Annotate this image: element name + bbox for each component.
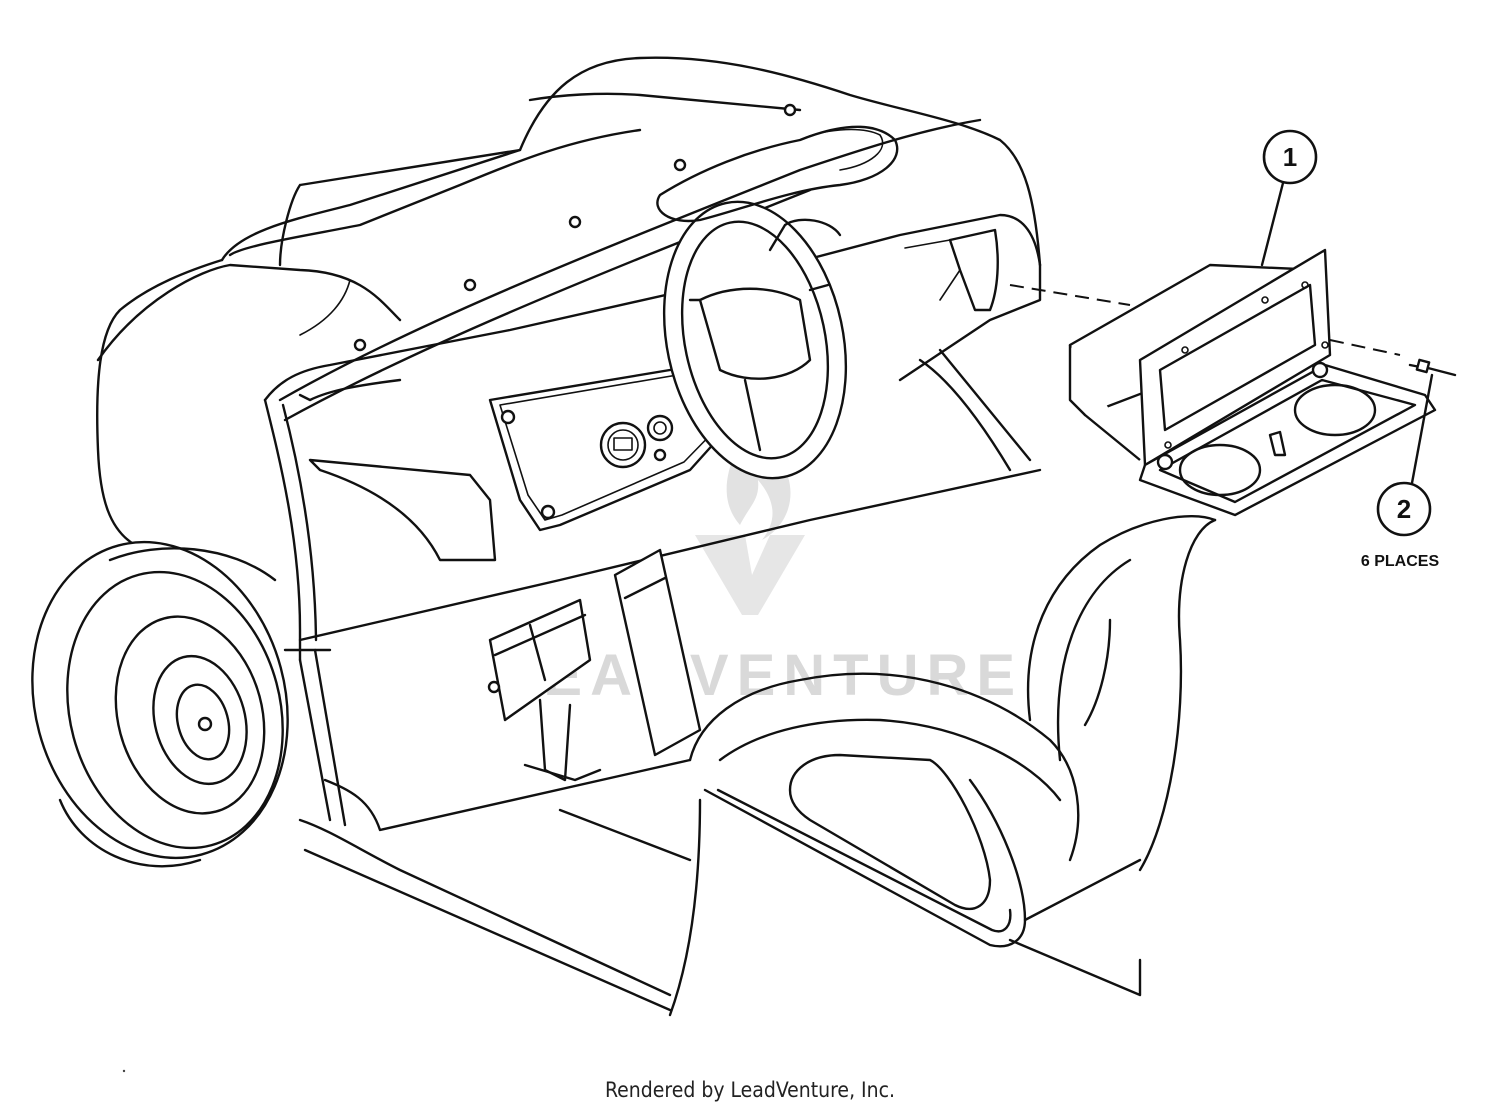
callout-2: 2 6 PLACES bbox=[1361, 373, 1440, 570]
accelerator-pedal bbox=[613, 548, 702, 757]
callout-2-number: 2 bbox=[1397, 494, 1411, 524]
callout-2-places-note: 6 PLACES bbox=[1361, 553, 1440, 570]
glovebox-opening bbox=[904, 228, 999, 312]
screw-icon bbox=[1329, 339, 1457, 377]
battery-gauge-icon bbox=[599, 421, 647, 469]
seat bbox=[668, 514, 1217, 1017]
watermark-v-logo-icon bbox=[695, 535, 805, 615]
callout-1: 1 bbox=[1260, 129, 1318, 267]
steering-wheel bbox=[662, 200, 848, 480]
cart-body bbox=[96, 56, 1042, 1012]
brake-pedal bbox=[487, 598, 602, 782]
stray-dot bbox=[122, 1069, 126, 1073]
glovebox-assembly bbox=[1068, 248, 1437, 517]
footer-credit: Rendered by LeadVenture, Inc. bbox=[605, 1078, 895, 1102]
key-switch-icon bbox=[646, 414, 674, 442]
dash-console bbox=[656, 125, 899, 223]
assembly-guide-line bbox=[1009, 284, 1131, 306]
callout-1-number: 1 bbox=[1283, 142, 1297, 172]
front-wheel bbox=[31, 540, 289, 868]
